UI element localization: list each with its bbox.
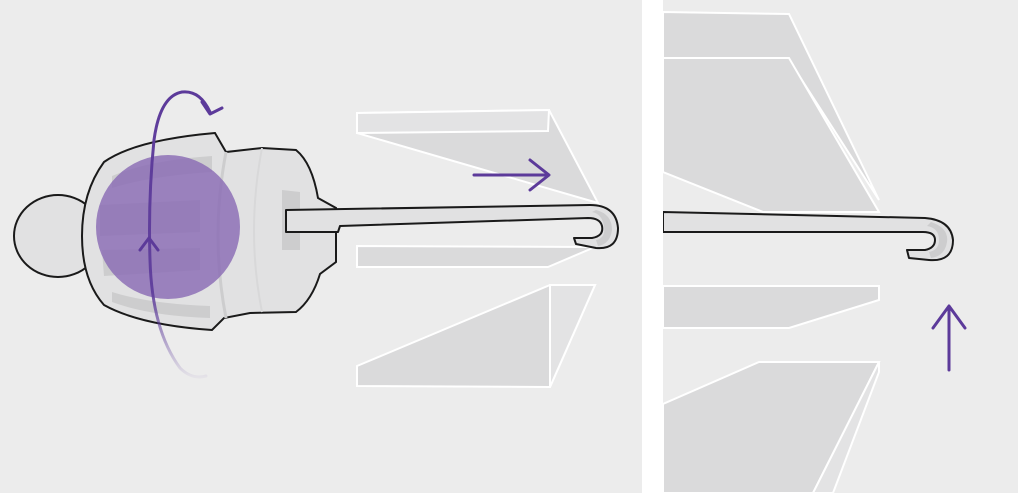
slide-right-arrow — [472, 158, 551, 192]
middle-plate — [356, 244, 596, 268]
lift-up-arrow — [931, 304, 967, 372]
rotation-arrow — [138, 90, 224, 379]
rotation-disc — [96, 155, 240, 299]
left-illustration — [13, 90, 619, 389]
hook-rod-closeup — [663, 211, 954, 262]
hook-rod — [285, 204, 619, 250]
lower-wedge — [663, 361, 881, 493]
lower-plate — [356, 284, 597, 389]
left-panel — [0, 0, 642, 493]
right-panel — [663, 0, 1018, 493]
middle-plate-closeup — [663, 285, 880, 329]
upper-wedge — [663, 57, 881, 213]
upper-plate — [356, 108, 600, 205]
right-illustration — [663, 10, 967, 493]
